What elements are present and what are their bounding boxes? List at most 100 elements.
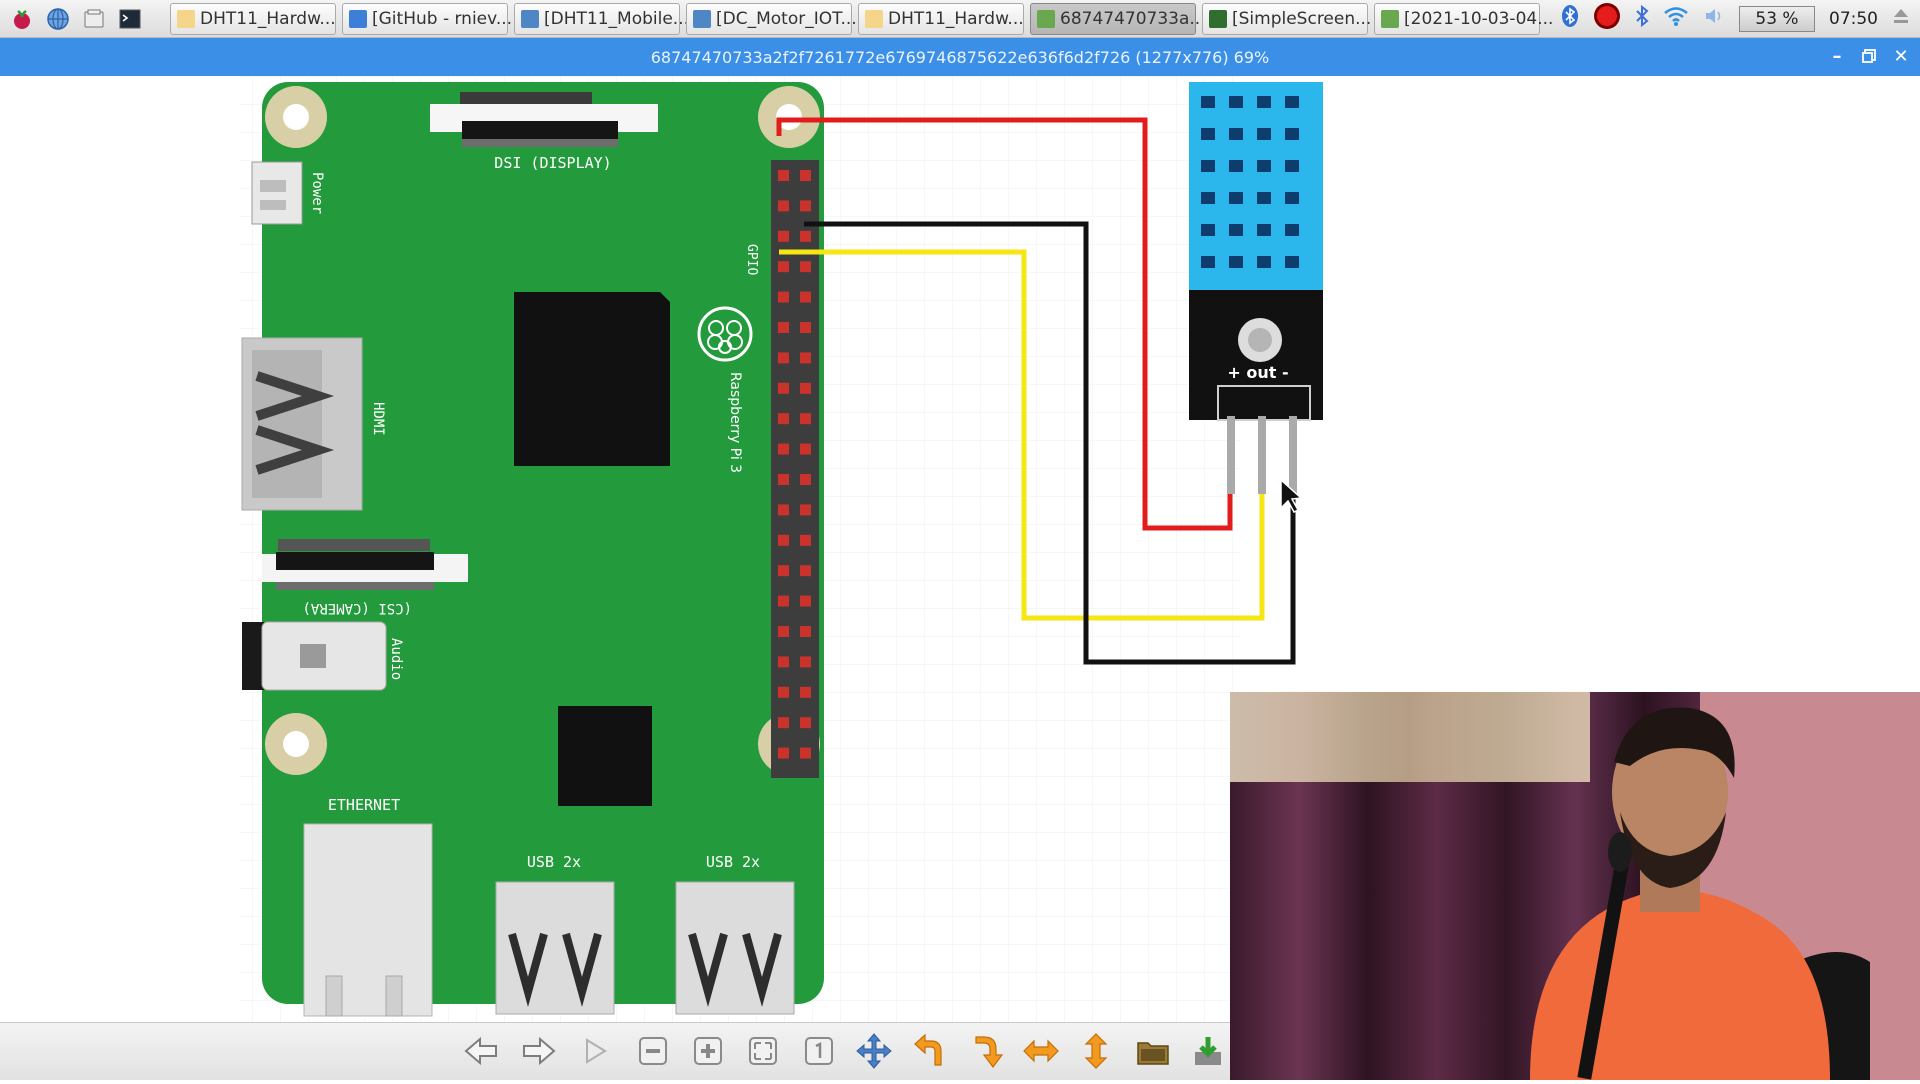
maximize-icon[interactable] [1860,46,1878,66]
gpio-pin [800,686,811,698]
clock[interactable]: 07:50 [1829,8,1878,29]
gpio-pin [778,291,789,303]
fit-icon [747,1035,779,1071]
minimize-icon[interactable]: – [1832,45,1842,67]
rotate-right-button[interactable] [966,1033,1006,1073]
taskbar-task-button[interactable]: [DHT11_Mobile... [514,2,689,35]
gpio-pin [778,261,789,273]
sensor-vent [1285,192,1299,204]
task-label: [DC_Motor_IOT... [716,8,857,29]
zoom-in-button[interactable] [688,1033,728,1073]
sensor-vent [1257,192,1271,204]
sensor-vent [1229,160,1243,172]
gpio-pin [800,656,811,668]
task-label: [GitHub - rniev... [372,8,513,29]
sensor-vent [1257,96,1271,108]
sensor-vent [1229,256,1243,268]
sensor-vent [1285,96,1299,108]
hdmi-port [241,337,363,511]
gpio-pin [800,626,811,637]
gpio-pin [800,595,811,607]
image-viewer-icon [1381,9,1399,28]
gpio-pin [800,200,811,212]
sensor-vent [1201,96,1215,108]
launcher [0,5,170,33]
file-manager-icon[interactable] [80,5,108,33]
raspberry-menu-icon[interactable] [8,5,36,33]
usb-port-2 [675,881,795,1015]
sensor-vent [1201,160,1215,172]
flip-vertical-button[interactable] [1076,1033,1116,1073]
browser-icon[interactable] [44,5,72,33]
dht11-pin-gnd [1289,416,1297,494]
vcc-wire [776,117,1233,531]
open-folder-icon [1135,1035,1171,1071]
gpio-pin [800,443,811,455]
taskbar-task-button[interactable]: DHT11_Hardw... [170,2,336,35]
close-icon[interactable]: ✕ [1893,45,1909,67]
ground-wire [804,221,1296,665]
usb-label-2: USB 2x [706,853,760,871]
flip-horizontal-button[interactable] [1021,1033,1061,1073]
slideshow-button[interactable] [575,1033,615,1073]
gpio-pin [778,413,789,425]
gpio-pin [778,443,789,455]
play-icon [581,1036,609,1070]
taskbar-task-button[interactable]: [2021-10-03-04... [1374,2,1553,35]
gpio-pin [778,686,789,698]
gpio-pin [800,170,811,181]
folder-icon [177,9,195,28]
gpio-pin [778,352,789,364]
sensor-vent [1285,128,1299,140]
fullscreen-button[interactable] [854,1033,894,1073]
dht11-pin-label: + out - [1227,363,1288,382]
gpio-pin [778,170,789,181]
cpu-monitor[interactable]: 53 % [1739,5,1815,32]
zoom-out-icon [637,1035,669,1071]
bluetooth-icon[interactable] [1561,4,1579,33]
gpio-pin [778,534,789,546]
window-title: 68747470733a2f2f7261772e6769746875622e63… [650,47,1270,67]
previous-button[interactable] [461,1033,501,1073]
gpio-header [771,160,819,778]
folder-icon [865,9,883,28]
taskbar-task-button[interactable]: 68747470733a... [1030,2,1206,35]
gpio-pin [800,565,811,577]
sensor-vent [1229,224,1243,236]
zoom-out-button[interactable] [633,1033,673,1073]
gpio-pin [800,534,811,546]
wiring-diagram: DSI (DISPLAY) Power GPIO [240,76,1323,1022]
save-button[interactable] [1188,1033,1228,1073]
next-button[interactable] [519,1033,559,1073]
fit-button[interactable] [743,1033,783,1073]
record-icon[interactable] [1593,2,1621,35]
actual-size-button[interactable] [799,1033,839,1073]
mounting-hole [265,713,327,775]
rotate-left-button[interactable] [911,1033,951,1073]
sensor-vent [1285,256,1299,268]
dsi-label: DSI (DISPLAY) [494,154,611,172]
gpio-pin [778,565,789,577]
taskbar-task-button[interactable]: [DC_Motor_IOT... [686,2,857,35]
gpio-pin [800,230,811,242]
gpio-pin [800,717,811,729]
taskbar-task-button[interactable]: [SimpleScreen... [1202,2,1371,35]
mounting-hole [758,86,820,148]
sensor-vent [1257,160,1271,172]
terminal-icon[interactable] [116,5,144,33]
taskbar-task-button[interactable]: [GitHub - rniev... [342,2,512,35]
gpio-pin [778,717,789,729]
gpio-pin [800,747,811,759]
actual-size-icon [803,1035,835,1071]
save-icon [1191,1034,1225,1072]
taskbar-task-button[interactable]: DHT11_Hardw... [858,2,1024,35]
bluetooth-status-icon[interactable] [1635,4,1649,33]
volume-icon[interactable] [1703,5,1725,32]
sensor-vent [1229,96,1243,108]
dht11-pin-data [1258,416,1266,494]
open-file-button[interactable] [1133,1033,1173,1073]
power-label: Power [309,172,325,214]
wifi-icon[interactable] [1663,5,1689,32]
eject-icon[interactable] [1892,6,1910,31]
task-label: [DHT11_Mobile... [544,8,689,29]
